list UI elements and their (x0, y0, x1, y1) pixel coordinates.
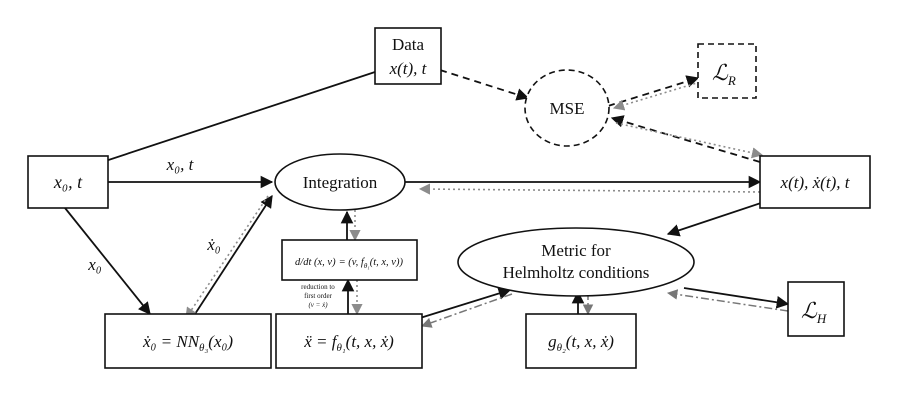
data-node: Data x(t), t (374, 27, 442, 85)
edge-ode-to-helmholtz (419, 287, 512, 319)
ode-node: ẍ = fθ₁(t, x, ẋ) (275, 313, 423, 369)
edge-initial-to-network (64, 207, 151, 315)
edge-mse-to-loss-r (607, 75, 700, 107)
reduction-label-2: first order (304, 292, 332, 300)
mse-label: MSE (550, 99, 585, 118)
edge-trajectory-to-helmholtz (666, 197, 777, 237)
grad-trajectory-to-integration (418, 183, 761, 195)
loss-h-symbol: ℒH (801, 298, 827, 326)
network-node: ẋ₀ = NNθ₃(x₀) (104, 313, 272, 369)
first-order-node: d/dt (x, v)= (v, fθ₁(t, x, v)) (281, 239, 418, 281)
edge-network-to-integration (194, 194, 273, 315)
grad-mse-to-trajectory (615, 122, 764, 159)
trajectory-node: x(t), ẋ(t), t (759, 155, 871, 209)
data-title: Data (392, 35, 425, 54)
grad-loss-r-to-mse (612, 81, 701, 111)
loss-h-node: ℒH (787, 281, 845, 337)
network-label: ẋ₀ = NNθ₃(x₀) (142, 332, 233, 354)
mse-node: MSE (524, 69, 610, 147)
grad-integration-to-network (185, 195, 269, 319)
edge-trajectory-to-mse (610, 115, 761, 163)
initial-condition-label: x₀, t (53, 172, 83, 192)
loss-r-node: ℒR (697, 43, 757, 99)
grad-helmholtz-to-ode (421, 293, 513, 328)
helmholtz-line-1: Metric for (541, 241, 611, 260)
integration-node: Integration (274, 153, 406, 211)
edge-data-to-mse (439, 69, 530, 101)
edge-label-xdot0: ẋ₀ (206, 235, 221, 254)
helmholtz-node: Metric for Helmholtz conditions (457, 227, 695, 297)
edge-helmholtz-to-loss-h (683, 287, 790, 309)
edge-data-to-initial (70, 71, 376, 175)
trajectory-label: x(t), ẋ(t), t (780, 173, 851, 192)
ode-label: ẍ = fθ₁(t, x, ẋ) (303, 332, 394, 354)
metric-g-node: gθ₂(t, x, ẋ) (525, 313, 637, 369)
data-signal: x(t), t (389, 59, 428, 78)
integration-label: Integration (303, 173, 378, 192)
helmholtz-line-2: Helmholtz conditions (503, 263, 650, 282)
edge-label-x0-t: x₀, t (166, 155, 195, 174)
reduction-label-3: (v = ẋ) (308, 301, 328, 309)
metric-g-label: gθ₂(t, x, ẋ) (548, 332, 614, 354)
grad-loss-h-to-helmholtz (666, 289, 789, 312)
initial-condition-node: x₀, t (27, 155, 109, 209)
first-order-equation: d/dt (x, v)= (v, fθ₁(t, x, v)) (295, 257, 403, 270)
reduction-label-1: reduction to (301, 283, 335, 291)
edge-label-x0: x₀ (87, 255, 102, 274)
loss-r-symbol: ℒR (712, 60, 736, 88)
